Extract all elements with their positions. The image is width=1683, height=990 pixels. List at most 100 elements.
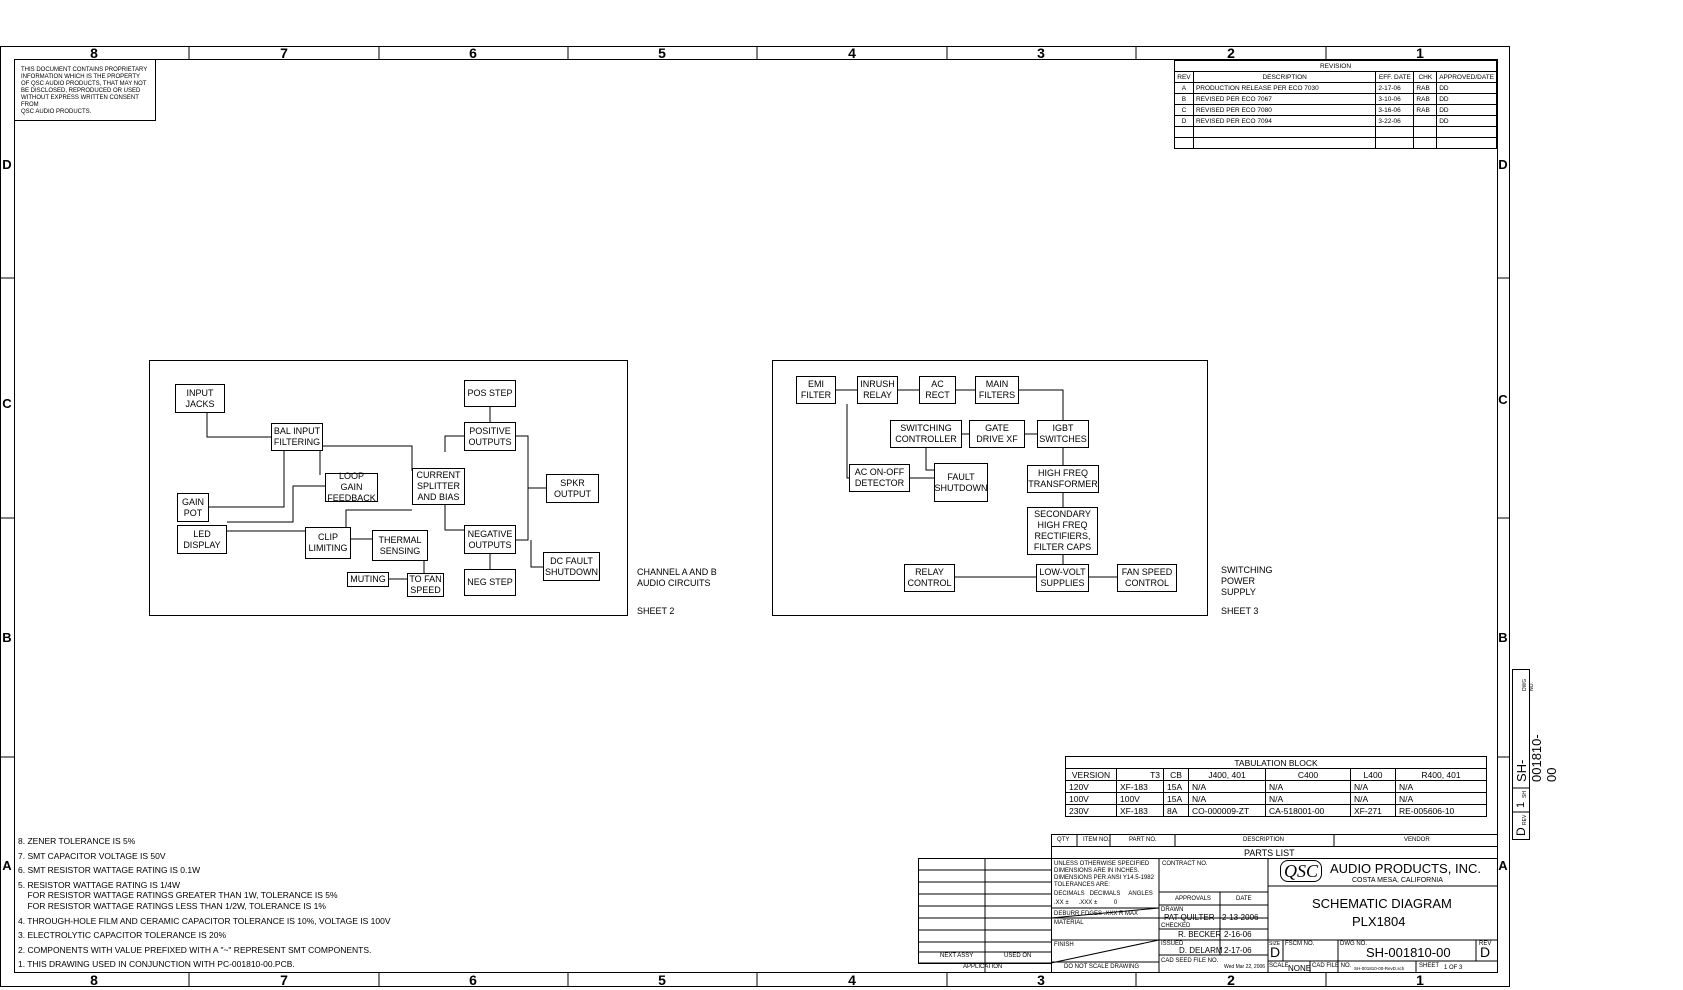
drawing-title-1: SCHEMATIC DIAGRAM xyxy=(1312,896,1452,911)
note-5: 5. RESISTOR WATTAGE RATING IS 1/4W xyxy=(18,880,180,890)
block-main-filters: MAIN FILTERS xyxy=(975,376,1019,404)
block-relay-control: RELAY CONTROL xyxy=(904,564,955,592)
zone-row-left: B xyxy=(2,630,12,645)
zone-row-left: A xyxy=(2,858,12,873)
tolerance-decimals: DECIMALS DECIMALS ANGLES xyxy=(1054,891,1153,897)
note-6: 6. SMT RESISTOR WATTAGE RATING IS 0.1W xyxy=(18,865,201,875)
zone-col-top: 3 xyxy=(1037,45,1045,61)
zone-row-left: D xyxy=(2,157,12,172)
used-on-label: USED ON xyxy=(1004,953,1032,959)
zone-row-right: B xyxy=(1498,630,1508,645)
block-negative-outputs: NEGATIVE OUTPUTS xyxy=(464,525,516,554)
drawn-label: DRAWN xyxy=(1161,907,1184,913)
company-name: AUDIO PRODUCTS, INC. xyxy=(1330,861,1481,876)
approvals-label: APPROVALS xyxy=(1175,896,1211,902)
block-positive-outputs: POSITIVE OUTPUTS xyxy=(464,422,516,451)
checked-by: R. BECKER xyxy=(1178,930,1222,939)
block-current-splitter: CURRENT SPLITTER AND BIAS xyxy=(412,468,465,505)
block-dc-fault-shutdown: DC FAULT SHUTDOWN xyxy=(543,552,600,581)
cad-seed-label: CAD SEED FILE NO. xyxy=(1161,958,1219,964)
tabulation-block: TABULATION BLOCK VERSION T3 CB J400, 401… xyxy=(1065,756,1487,817)
zone-row-right: C xyxy=(1498,392,1508,407)
do-not-scale-label: DO NOT SCALE DRAWING xyxy=(1064,964,1140,970)
zone-col-bottom: 4 xyxy=(848,972,856,988)
dwg-no-value: SH-001810-00 xyxy=(1366,945,1451,960)
block-muting: MUTING xyxy=(347,572,389,587)
revision-block: REVISION REV DESCRIPTION EFF. DATE CHK A… xyxy=(1174,60,1497,149)
block-switching-controller: SWITCHING CONTROLLER xyxy=(890,420,962,448)
issued-by: D. DELARM xyxy=(1179,946,1223,955)
fscm-label: FSCM NO. xyxy=(1285,941,1315,947)
parts-header-item: ITEM NO. xyxy=(1083,837,1110,843)
zone-col-top: 1 xyxy=(1416,45,1424,61)
block-spkr-output: SPKR OUTPUT xyxy=(546,474,599,503)
tolerance-values: .XX ± .XXX ± 0 xyxy=(1054,900,1118,906)
note-8: 8. ZENER TOLERANCE IS 5% xyxy=(18,836,136,846)
note-5b: FOR RESISTOR WATTAGE RATINGS LESS THAN 1… xyxy=(18,901,326,911)
scale-label: SCALE xyxy=(1269,963,1289,969)
zone-row-left: C xyxy=(2,396,12,411)
tab-cell: CO-000009-ZT xyxy=(1188,804,1266,817)
rev-label: REV xyxy=(1479,941,1492,947)
note-3: 3. ELECTROLYTIC CAPACITOR TOLERANCE IS 2… xyxy=(18,930,226,940)
zone-col-bottom: 1 xyxy=(1416,972,1424,988)
zone-col-top: 2 xyxy=(1227,45,1235,61)
deburr-note: DEBURR EDGES .XXX R MAX xyxy=(1054,911,1139,917)
zone-col-bottom: 7 xyxy=(280,972,288,988)
size-value: D xyxy=(1270,944,1281,960)
size-label: SIZE xyxy=(1269,941,1281,947)
proprietary-notice-box: THIS DOCUMENT CONTAINS PROPRIETARY INFOR… xyxy=(14,59,156,121)
block-loop-gain-feedback: LOOP GAIN FEEDBACK xyxy=(325,471,378,503)
audio-sheet-ref: SHEET 2 xyxy=(637,606,675,616)
block-bal-input-filtering: BAL INPUT FILTERING xyxy=(271,423,323,451)
zone-col-top: 6 xyxy=(469,45,477,61)
drawn-by: PAT QUILTER xyxy=(1164,913,1215,922)
block-igbt-switches: IGBT SWITCHES xyxy=(1037,420,1089,448)
application-label: APPLICATION xyxy=(963,964,1003,970)
contract-label: CONTRACT NO. xyxy=(1162,861,1208,867)
zone-col-top: 4 xyxy=(848,45,856,61)
plot-timestamp: Wed Mar 22, 2006 xyxy=(1224,964,1266,970)
side-dwg-label: DWG NO. xyxy=(1522,678,1535,691)
parts-header-qty: QTY xyxy=(1057,837,1070,843)
block-pos-step: POS STEP xyxy=(464,380,516,407)
zone-col-bottom: 8 xyxy=(90,972,98,988)
frame-lines xyxy=(0,46,1510,987)
block-fan-speed-control: FAN SPEED CONTROL xyxy=(1117,564,1177,592)
issued-date: 2-17-06 xyxy=(1224,946,1252,955)
tolerance-notes: UNLESS OTHERWISE SPECIFIED DIMENSIONS AR… xyxy=(1054,861,1154,888)
block-led-display: LED DISPLAY xyxy=(177,525,227,554)
power-section-label: SWITCHING POWER SUPPLY xyxy=(1221,565,1273,597)
tab-cell: 230V xyxy=(1065,804,1117,817)
block-clip-limiting: CLIP LIMITING xyxy=(305,527,351,559)
rev-value: D xyxy=(1480,944,1491,960)
sheet-label: SHEET xyxy=(1419,963,1440,969)
proprietary-notice: THIS DOCUMENT CONTAINS PROPRIETARY INFOR… xyxy=(21,67,148,115)
note-4: 4. THROUGH-HOLE FILM AND CERAMIC CAPACIT… xyxy=(18,916,391,926)
issued-label: ISSUED xyxy=(1161,941,1184,947)
rev-cell: 2-17-06 xyxy=(1375,82,1415,94)
block-input-jacks: INPUT JACKS xyxy=(175,384,225,413)
block-gate-drive-xf: GATE DRIVE XF xyxy=(969,420,1025,448)
cad-file-value: SH-001810-00-RevD.sch xyxy=(1354,966,1405,971)
parts-list-title: PARTS LIST xyxy=(1244,848,1295,858)
block-inrush-relay: INRUSH RELAY xyxy=(857,376,898,404)
parts-header-description: DESCRIPTION xyxy=(1243,837,1285,843)
note-2: 2. COMPONENTS WITH VALUE PREFIXED WITH A… xyxy=(18,945,372,955)
zone-col-bottom: 5 xyxy=(658,972,666,988)
scale-value: NONE xyxy=(1288,964,1312,973)
block-ac-on-off-detector: AC ON-OFF DETECTOR xyxy=(849,464,910,492)
title-block-lines xyxy=(918,669,1530,973)
revision-row xyxy=(1174,137,1497,149)
date-label: DATE xyxy=(1236,896,1252,902)
block-ac-rect: AC RECT xyxy=(919,376,956,404)
sheet-value: 1 OF 3 xyxy=(1444,965,1463,971)
note-1: 1. THIS DRAWING USED IN CONJUNCTION WITH… xyxy=(18,959,295,969)
tab-cell: RE-005606-10 xyxy=(1395,804,1487,817)
block-gain-pot: GAIN POT xyxy=(177,493,209,522)
side-sheet-label: SH xyxy=(1522,791,1528,798)
block-high-freq-transformer: HIGH FREQ TRANSFORMER xyxy=(1027,465,1099,493)
